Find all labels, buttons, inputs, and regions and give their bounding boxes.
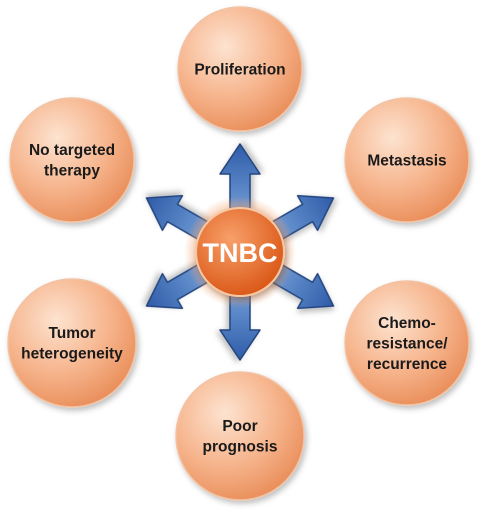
- node-label-line: therapy: [44, 163, 100, 180]
- node-tumor-heterogeneity: Tumor heterogeneity: [7, 278, 137, 408]
- node-label-line: resistance/: [367, 335, 449, 352]
- node-label-line: Proliferation: [194, 61, 285, 78]
- node-circle: [344, 97, 470, 223]
- center-node: TNBC: [184, 196, 296, 308]
- node-label-line: heterogeneity: [21, 346, 123, 363]
- node-label-line: No targeted: [29, 142, 115, 159]
- node-circle: [7, 278, 137, 408]
- center-label: TNBC: [203, 238, 278, 268]
- node-circle: [9, 97, 135, 223]
- node-label-line: Poor: [222, 418, 257, 435]
- center-circle: [195, 207, 285, 297]
- node-label-line: Metastasis: [367, 152, 446, 169]
- node-circle: [175, 371, 305, 501]
- nodes-layer: ProliferationMetastasisChemo-resistance/…: [7, 6, 470, 501]
- node-metastasis: Metastasis: [344, 97, 470, 223]
- node-no-targeted-therapy: No targeted therapy: [9, 97, 135, 223]
- node-label-line: Tumor: [48, 325, 95, 342]
- node-proliferation: Proliferation: [177, 6, 303, 132]
- node-label-line: recurrence: [367, 356, 448, 373]
- node-label-line: prognosis: [203, 439, 278, 456]
- node-label-line: Chemo-: [378, 315, 436, 332]
- node-circle: [177, 6, 303, 132]
- node-circle: [344, 280, 470, 406]
- node-chemoresistance: Chemo-resistance/recurrence: [344, 280, 470, 406]
- node-poor-prognosis: Poor prognosis: [175, 371, 305, 501]
